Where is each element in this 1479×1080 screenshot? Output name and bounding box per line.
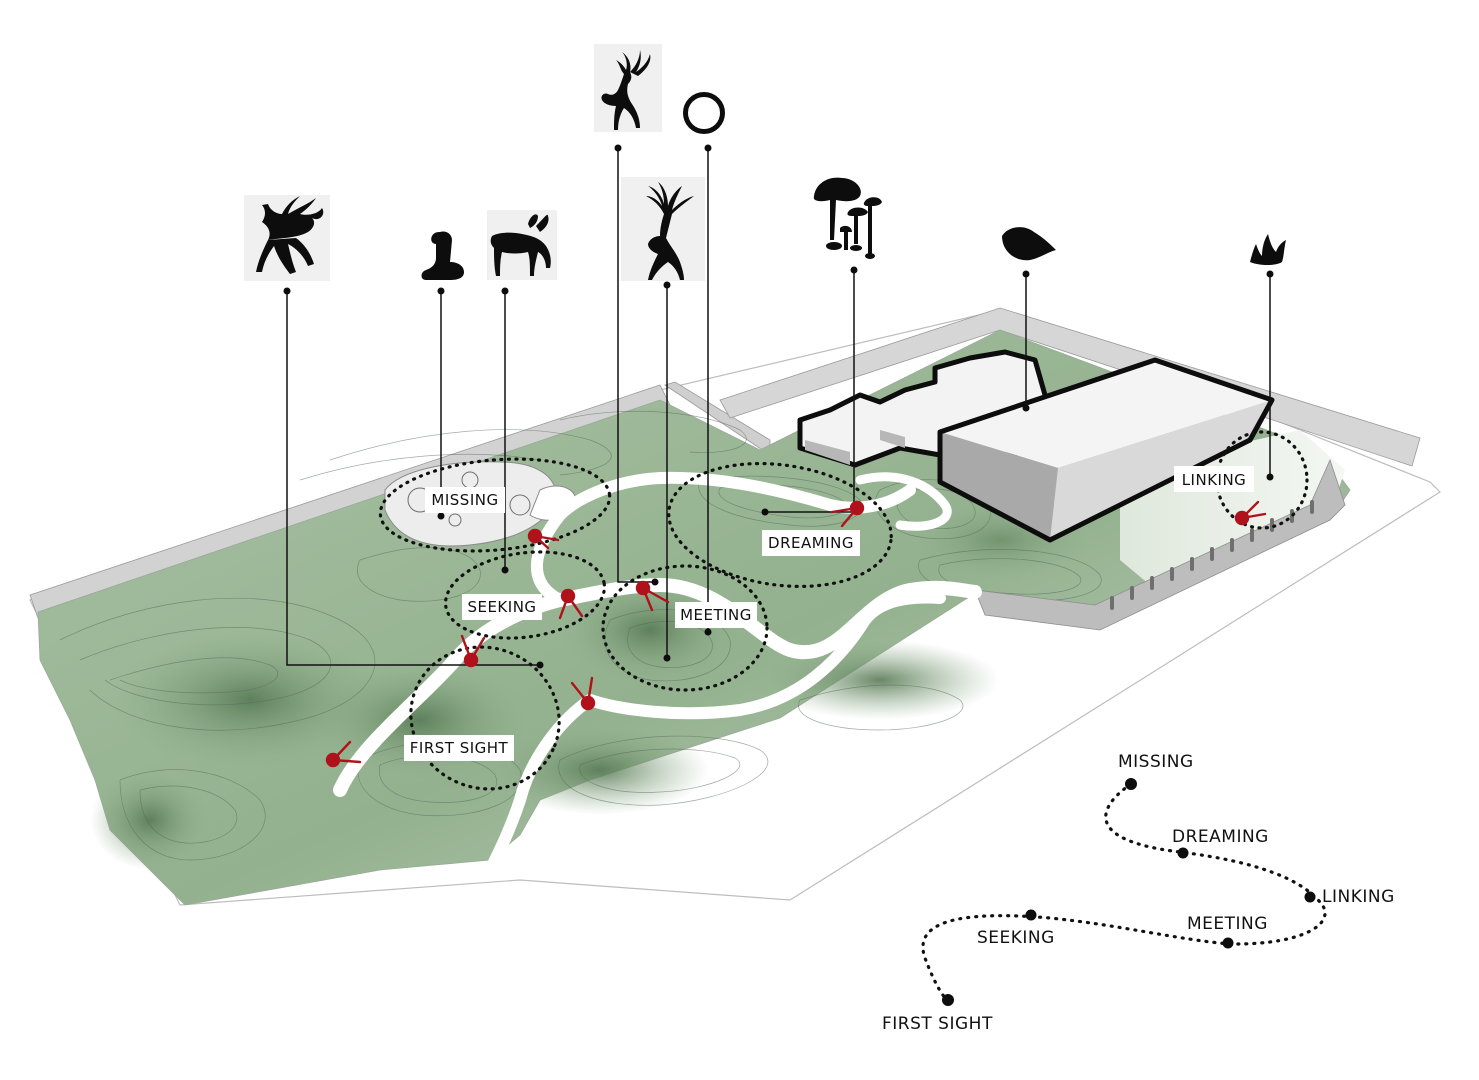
leader-lines [286,148,1271,666]
viewpoint-marker [527,528,560,550]
leaf-icon [1002,227,1056,261]
storyline-node-dreaming [1177,847,1189,859]
leader-dots [283,144,1274,669]
zone-label-missing: MISSING [425,487,505,513]
building-large-side [1050,400,1272,540]
zone-rings [378,430,1309,791]
zone-ring-missing [378,457,612,553]
viewpoint-marker [460,634,486,668]
zone-label-seeking: SEEKING [462,594,542,620]
zone-label-text: FIRST SIGHT [410,739,509,757]
zone-label-dreaming: DREAMING [762,530,860,556]
storyline-diagram: MISSING DREAMING LINKING MEETING SEEKING… [882,752,1395,1034]
storyline-label-linking: LINKING [1322,887,1395,907]
arcade-wall [974,458,1346,631]
zone-label-first-sight: FIRST SIGHT [404,735,514,761]
storyline-label-meeting: MEETING [1187,914,1268,934]
stag-icon [594,44,662,132]
viewpoint-marker [830,500,865,528]
storyline-node-seeking [1025,909,1037,921]
building-large-outline [937,357,1275,543]
terrain-shade [90,770,210,870]
antlered-deer-icon [621,177,705,281]
zone-ring-dreaming [667,461,893,589]
rear-wall-block [664,381,771,456]
viewpoint-marker [1234,500,1267,526]
storyline-node-missing [1125,778,1137,790]
zone-label-linking: LINKING [1174,466,1254,492]
storyline-node-linking [1304,891,1316,903]
zone-label-text: LINKING [1182,471,1247,489]
zone-label-text: MEETING [680,606,752,624]
storyline-label-dreaming: DREAMING [1172,827,1269,847]
storyline-label-first-sight: FIRST SIGHT [882,1014,993,1034]
storyline-path [921,782,1327,1002]
zone-label-meeting: MEETING [675,602,757,628]
viewpoint-marker [558,588,584,620]
building-small-front [880,430,905,448]
alpaca-icon [421,231,464,280]
leaping-deer-icon [244,195,330,281]
rear-wall-right [719,307,1421,467]
viewpoint-marker [635,580,670,612]
zone-label-text: DREAMING [768,534,854,552]
zone-ring-meeting [601,564,769,692]
building-large-top [940,360,1272,468]
storyline-node-first-sight [942,994,954,1006]
building-large-front [940,432,1058,540]
terrain-shade [760,640,1000,720]
zone-label-text: MISSING [431,491,498,509]
site-outline [29,309,1441,906]
ring-icon [683,92,725,134]
mushroom-icon [813,177,882,259]
building-small-front [805,440,850,465]
zone-ring-first-sight [409,645,561,791]
viewpoint-markers [325,500,1267,768]
viewpoint-marker [325,740,362,768]
buildings [797,349,1346,631]
zone-ring-seeking [443,550,607,640]
flame-icon [1250,234,1286,265]
grazing-deer-icon [487,210,557,280]
arcade-openings [1110,500,1314,610]
site-base [29,307,1441,906]
storyline-label-missing: MISSING [1118,752,1194,772]
storyline-node-meeting [1222,937,1234,949]
zone-ring-linking [1215,430,1309,530]
storyline-label-seeking: SEEKING [977,928,1055,948]
zone-label-text: SEEKING [467,598,536,616]
leader-line-first-sight [286,291,540,666]
viewpoint-marker [570,676,596,711]
